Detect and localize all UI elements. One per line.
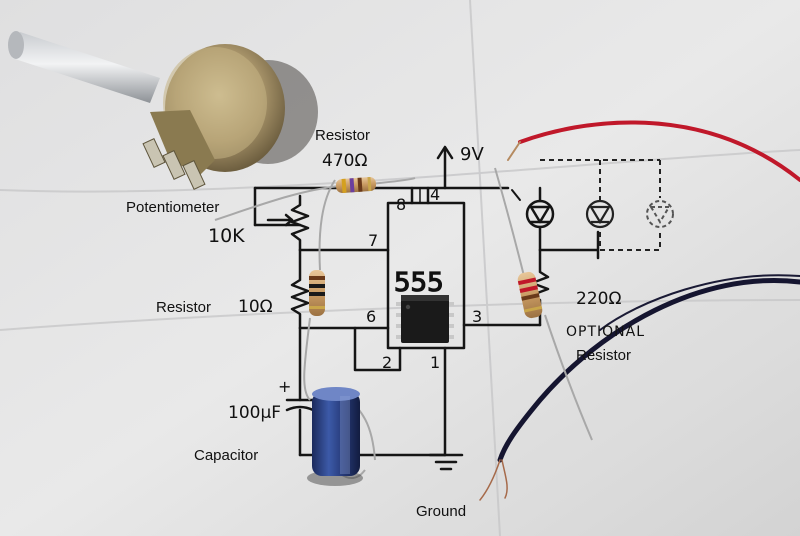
label-220-ohm: 220Ω — [576, 289, 621, 309]
label-10-ohm: 10Ω — [238, 297, 273, 317]
label-pin-1: 1 — [430, 353, 440, 372]
label-pin-6: 6 — [366, 307, 376, 326]
label-pin-4: 4 — [430, 185, 440, 204]
resistor-470 — [335, 176, 377, 193]
label-pin-8: 8 — [396, 195, 406, 214]
label-capacitor: Capacitor — [194, 447, 258, 464]
label-resistor-top: Resistor — [315, 127, 370, 144]
label-9v: 9V — [460, 144, 484, 165]
capacitor-component — [307, 387, 363, 486]
black-wire — [479, 274, 800, 501]
label-optional-resistor: Resistor — [576, 347, 631, 364]
ic-chip — [396, 295, 454, 343]
label-optional: OPTIONAL — [566, 324, 645, 340]
label-ground: Ground — [416, 503, 466, 520]
red-wire — [507, 120, 800, 182]
label-pin-2: 2 — [382, 353, 392, 372]
chip-outline — [386, 201, 466, 350]
label-10k: 10K — [208, 225, 245, 247]
resistor-10 — [309, 270, 325, 316]
optional-leds — [540, 159, 661, 251]
optional-led-symbols — [585, 199, 615, 229]
label-555: 555 — [394, 268, 444, 298]
label-resistor-left: Resistor — [156, 299, 211, 316]
potentiometer-component — [8, 31, 318, 190]
schematic-drawing — [253, 145, 600, 471]
label-pin-3: 3 — [472, 307, 482, 326]
optional-led-faint — [646, 200, 674, 228]
label-470: 470Ω — [322, 151, 367, 171]
label-potentiometer: Potentiometer — [126, 199, 219, 216]
label-plus: + — [278, 377, 291, 396]
label-pin-7: 7 — [368, 231, 378, 250]
resistor-220 — [517, 271, 543, 319]
label-100uf: 100μF — [228, 403, 281, 423]
